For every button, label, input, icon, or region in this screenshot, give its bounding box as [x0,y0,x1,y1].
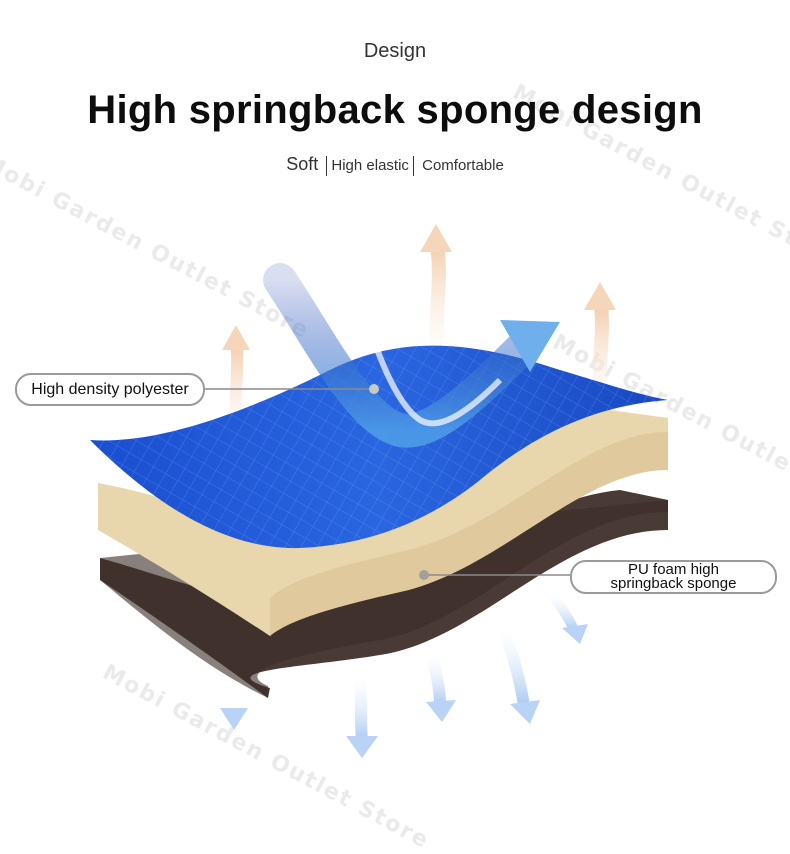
air-flow-down-arrow-icon [544,586,588,644]
section-kicker: Design [363,40,427,62]
callout-dot-middle [419,570,429,580]
air-flow-down-arrow-icon [424,648,456,722]
callout-high-density-polyester: High density polyester [15,373,205,406]
feature-comfortable: Comfortable [422,157,504,174]
feature-soft: Soft [286,154,319,174]
callout-pu-foam-line1: PU foam high [628,561,719,578]
bounce-arrow-icon [263,263,560,448]
callout-pu-foam: PU foam high springback sponge [570,560,777,594]
feature-separator [326,156,328,177]
callout-dot-top [369,384,379,394]
air-flow-down-arrow-icon [346,669,378,758]
callout-pu-foam-line2: springback sponge [610,575,737,592]
air-flow-down-arrow-icon [494,617,540,724]
page-title: High springback sponge design [87,88,703,132]
feature-separator [412,156,414,177]
feature-high-elastic: High elastic [331,157,409,174]
layer-illustration [90,224,668,758]
air-flow-down-arrow-icon [220,660,248,730]
feature-list: Soft High elastic Comfortable [0,154,790,177]
